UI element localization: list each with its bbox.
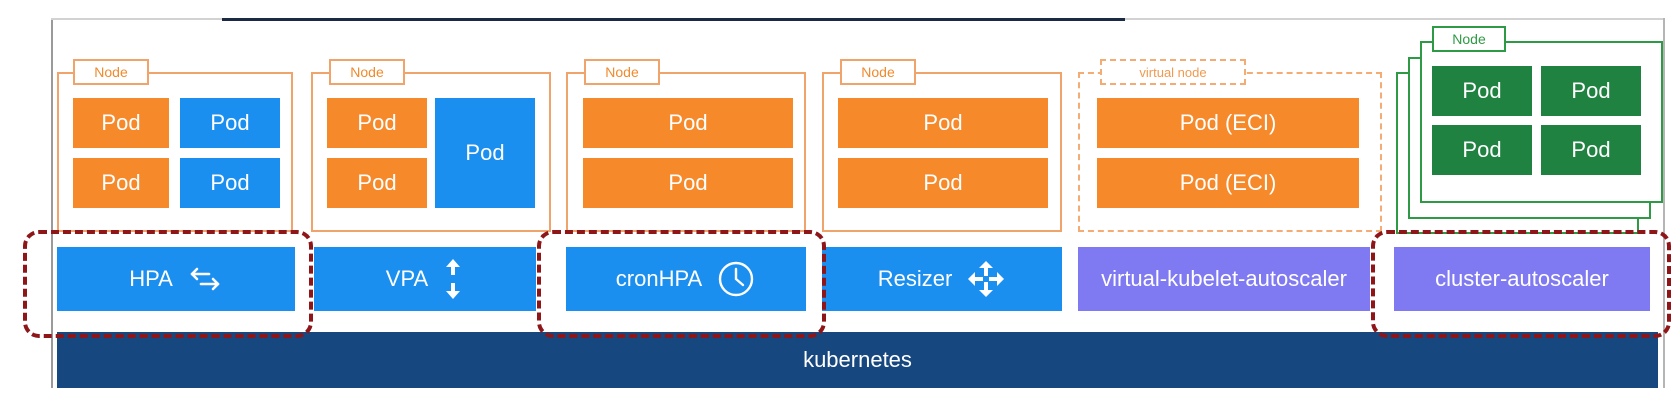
hpa-label: HPA	[129, 266, 173, 291]
pod-cluster-4: Pod	[1541, 125, 1641, 175]
node-label-hpa: Node	[73, 59, 149, 85]
pod-resizer-1: Pod	[838, 98, 1048, 148]
node-label-cluster: Node	[1432, 26, 1506, 52]
clock-icon	[716, 259, 756, 299]
virtual-kubelet-autoscaler-label: virtual-kubelet-autoscaler	[1101, 266, 1347, 291]
pod-hpa-3: Pod	[73, 158, 169, 208]
resizer-label: Resizer	[877, 266, 953, 291]
hpa-bar: HPA	[57, 247, 295, 311]
pod-hpa-4: Pod	[180, 158, 280, 208]
highlight-cluster-autoscaler	[1371, 230, 1671, 338]
virtual-node-label: virtual node	[1100, 59, 1246, 85]
pod-eci-1: Pod (ECI)	[1097, 98, 1359, 148]
kubernetes-label: kubernetes	[803, 347, 912, 372]
pod-cluster-3: Pod	[1432, 125, 1532, 175]
vertical-arrows-icon	[442, 257, 464, 301]
pod-resizer-2: Pod	[838, 158, 1048, 208]
pod-cluster-2: Pod	[1541, 66, 1641, 116]
pod-vpa-2: Pod	[327, 158, 427, 208]
node-label-resizer: Node	[840, 59, 916, 85]
virtual-kubelet-autoscaler-bar: virtual-kubelet-autoscaler	[1078, 247, 1370, 311]
node-box-cronhpa	[566, 72, 806, 232]
resize-arrows-icon	[966, 259, 1006, 299]
frame-left-border	[51, 18, 53, 388]
cronhpa-label: cronHPA	[615, 266, 703, 291]
pod-cronhpa-2: Pod	[583, 158, 793, 208]
virtual-node-box	[1078, 72, 1382, 232]
highlight-cronhpa	[537, 230, 826, 338]
cluster-autoscaler-label: cluster-autoscaler	[1435, 266, 1609, 291]
pod-cronhpa-1: Pod	[583, 98, 793, 148]
pod-eci-2: Pod (ECI)	[1097, 158, 1359, 208]
frame-right-border	[1663, 18, 1665, 388]
vpa-bar: VPA	[314, 247, 536, 311]
horizontal-arrows-icon	[187, 266, 223, 292]
node-label-cronhpa: Node	[584, 59, 660, 85]
frame-top-dark-strip	[222, 18, 1125, 21]
pod-vpa-large: Pod	[435, 98, 535, 208]
resizer-bar: Resizer	[822, 247, 1062, 311]
vpa-label: VPA	[385, 266, 429, 291]
pod-hpa-1: Pod	[73, 98, 169, 148]
node-box-resizer	[822, 72, 1062, 232]
pod-cluster-1: Pod	[1432, 66, 1532, 116]
pod-vpa-1: Pod	[327, 98, 427, 148]
pod-hpa-2: Pod	[180, 98, 280, 148]
cronhpa-bar: cronHPA	[566, 247, 806, 311]
node-label-vpa: Node	[329, 59, 405, 85]
node-box-hpa	[57, 72, 293, 232]
kubernetes-bar: kubernetes	[57, 332, 1658, 388]
highlight-hpa	[23, 230, 313, 338]
cluster-autoscaler-bar: cluster-autoscaler	[1394, 247, 1650, 311]
